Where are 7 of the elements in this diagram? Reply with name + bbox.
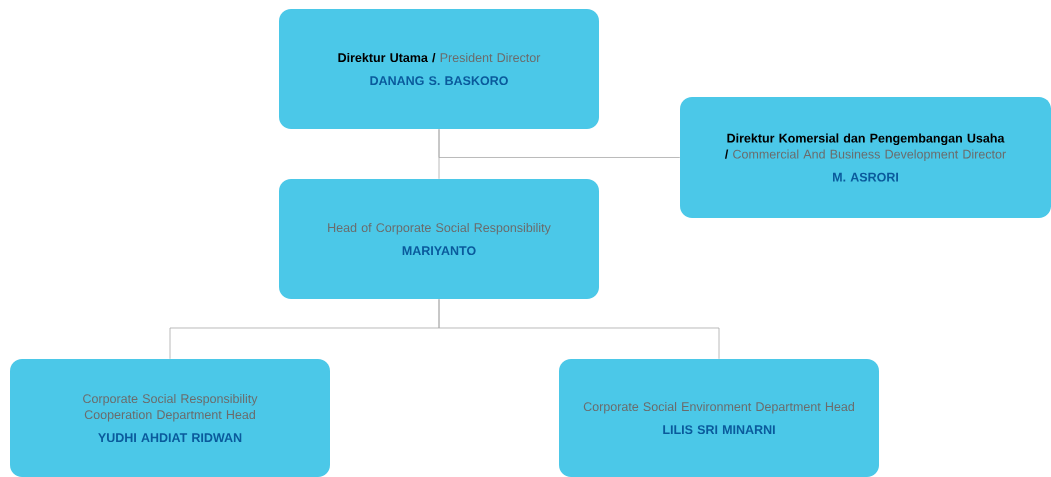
connector-line [438,128,681,158]
position-box: Corporate Social Responsibility Cooperation Department Head YUDHI AHDIAT RIDWAN [10,359,330,477]
position-box: Direktur Komersial dan Pengembangan Usaha / Commercial And Business Development Director M. ASRORI [680,97,1051,218]
position-box: Direktur Utama / President Director DANANG S. BASKORO [279,9,599,129]
connector-line [438,298,720,360]
position-box: Head of Corporate Social Responsibility MARIYANTO [279,179,599,299]
position-box: Corporate Social Environment Department Head LILIS SRI MINARNI [559,359,879,477]
